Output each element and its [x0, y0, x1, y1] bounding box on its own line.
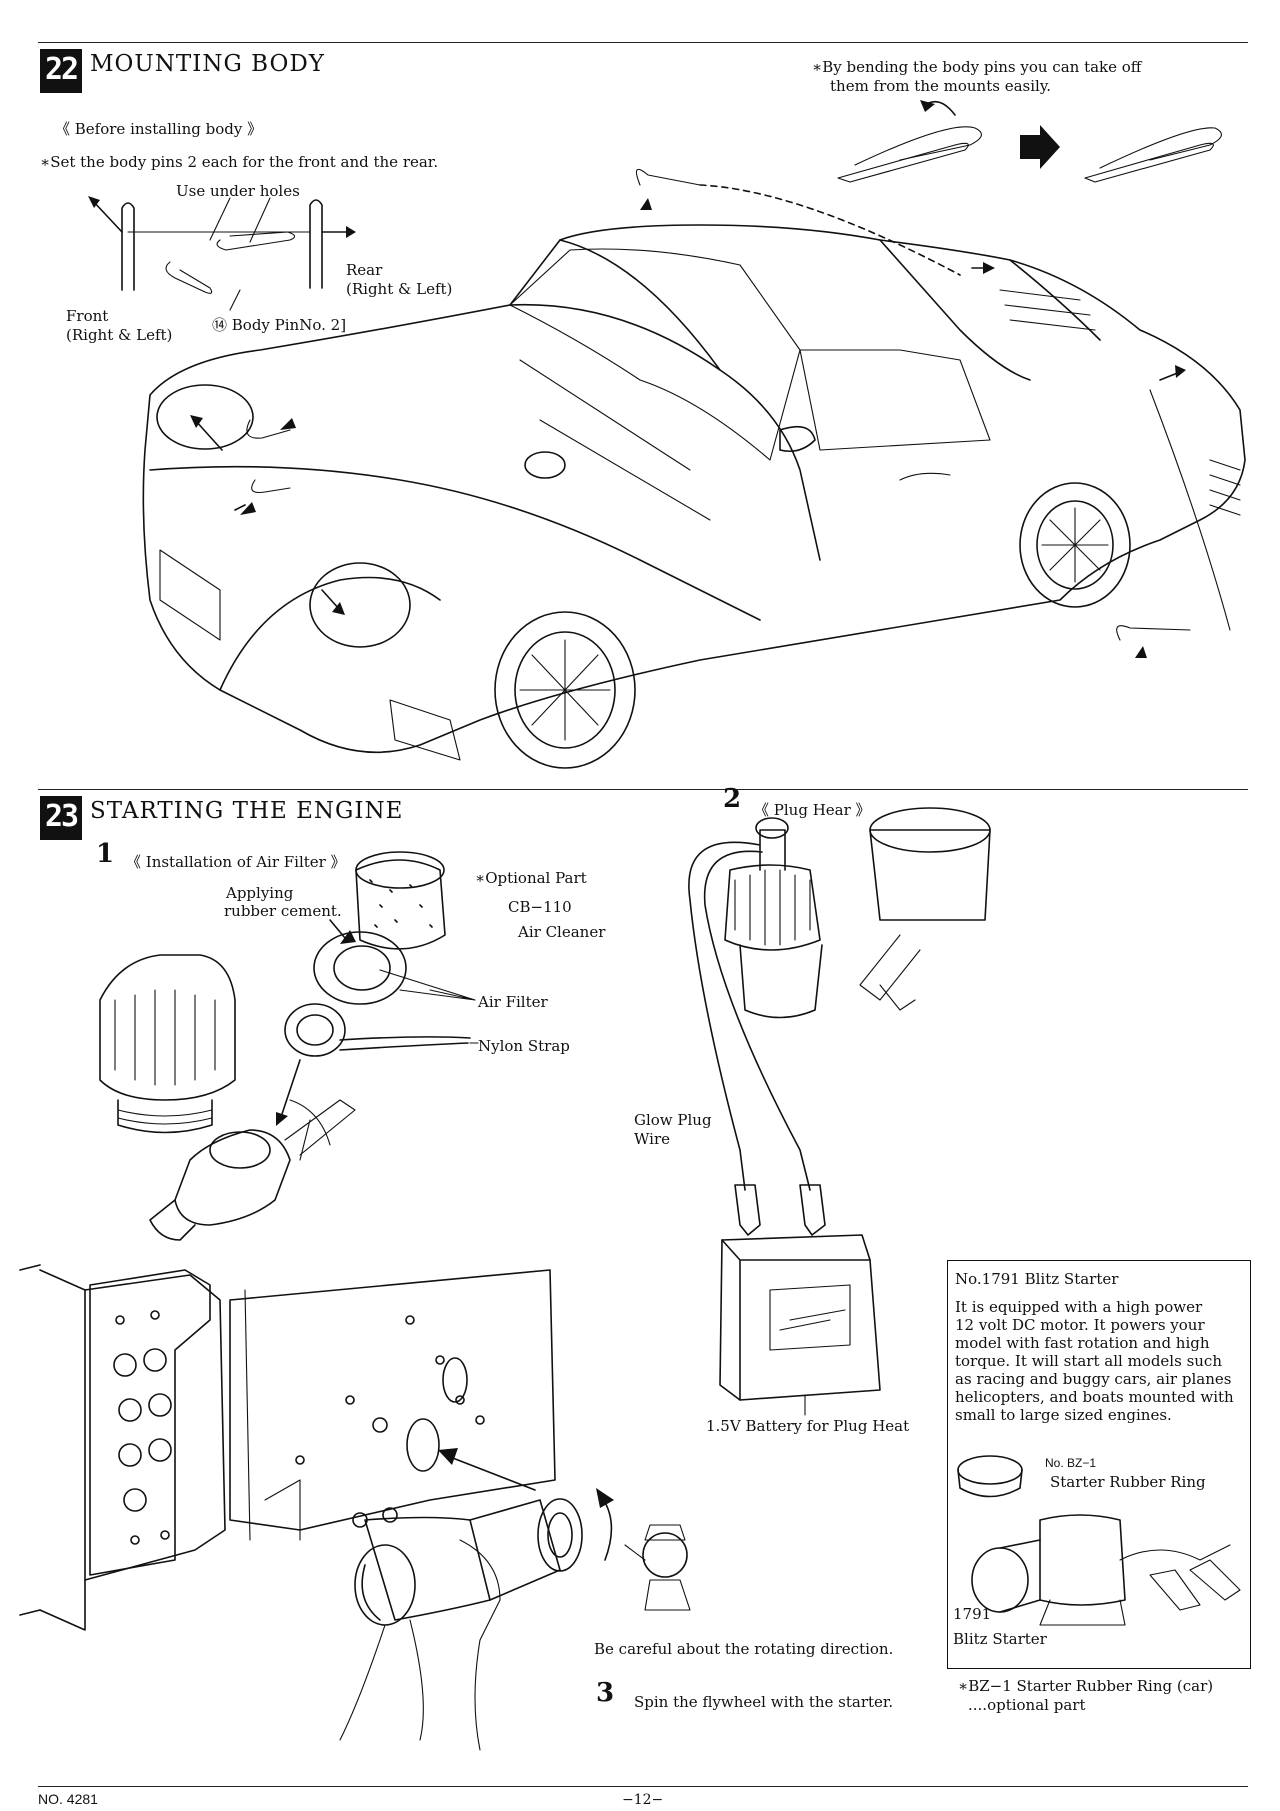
- front-label-line1: Front: [66, 307, 109, 325]
- step3-number: 3: [596, 1678, 615, 1708]
- ring-part-number: No. BZ−1: [1045, 1456, 1097, 1470]
- footer-rule: [38, 1786, 1248, 1787]
- bend-pins-note-line2: them from the mounts easily.: [830, 77, 1052, 95]
- use-under-holes-label: Use under holes: [176, 182, 300, 200]
- before-installing-heading: 《 Before installing body 》: [55, 120, 263, 138]
- blitz-desc-line7: small to large sized engines.: [955, 1406, 1172, 1424]
- bend-pins-note-line1: ∗By bending the body pins you can take o…: [812, 58, 1142, 76]
- glow-plug-wire-line1: Glow Plug: [634, 1111, 712, 1129]
- starter-part-number: 1791: [953, 1605, 992, 1623]
- blitz-desc-line6: helicopters, and boats mounted with: [955, 1388, 1234, 1406]
- step-number-23: 23: [40, 796, 82, 840]
- battery-label: 1.5V Battery for Plug Heat: [706, 1417, 910, 1435]
- optional-part-line3: Air Cleaner: [518, 923, 606, 941]
- blitz-desc-line1: It is equipped with a high power: [955, 1298, 1203, 1316]
- step-number-22: 22: [40, 49, 82, 93]
- nylon-strap-label: Nylon Strap: [478, 1037, 570, 1055]
- blitz-desc-line4: torque. It will start all models such: [955, 1352, 1222, 1370]
- blitz-starter-box: [947, 1260, 1251, 1669]
- blitz-desc-line2: 12 volt DC motor. It powers your: [955, 1316, 1205, 1334]
- section-title-mounting-body: MOUNTING BODY: [90, 51, 325, 77]
- blitz-box-title: No.1791 Blitz Starter: [955, 1270, 1119, 1288]
- step2-number: 2: [723, 784, 742, 814]
- rear-label-line1: Rear: [346, 261, 383, 279]
- front-label-line2: (Right & Left): [66, 326, 173, 344]
- air-filter-label: Air Filter: [478, 993, 548, 1011]
- optional-part-line2: CB−110: [508, 898, 572, 916]
- ring-label: Starter Rubber Ring: [1050, 1473, 1206, 1491]
- careful-rotation-note: Be careful about the rotating direction.: [594, 1640, 894, 1658]
- step2-title: 《 Plug Hear 》: [754, 801, 871, 819]
- section23-rule: [38, 789, 1248, 790]
- blitz-desc-line3: model with fast rotation and high: [955, 1334, 1210, 1352]
- optional-part-line1: ∗Optional Part: [475, 869, 587, 887]
- section-title-starting-engine: STARTING THE ENGINE: [90, 798, 404, 824]
- step1-number: 1: [96, 839, 115, 869]
- top-rule: [38, 42, 1248, 43]
- bz-note-line1: ∗BZ−1 Starter Rubber Ring (car): [958, 1677, 1214, 1695]
- step1-title: 《 Installation of Air Filter 》: [126, 853, 346, 871]
- page-number: −12−: [622, 1792, 664, 1808]
- blitz-desc-line5: as racing and buggy cars, air planes: [955, 1370, 1232, 1388]
- model-number: NO. 4281: [38, 1791, 98, 1807]
- glow-plug-wire-line2: Wire: [634, 1130, 670, 1148]
- set-pins-note: ∗Set the body pins 2 each for the front …: [40, 153, 439, 171]
- starter-label: Blitz Starter: [953, 1630, 1047, 1648]
- body-pin-label: ⑭ Body PinNo. 2]: [212, 316, 347, 334]
- step3-text: Spin the flywheel with the starter.: [634, 1693, 894, 1711]
- bz-note-line2: ....optional part: [968, 1696, 1086, 1714]
- car-body-illustration: [88, 100, 1246, 769]
- rear-label-line2: (Right & Left): [346, 280, 453, 298]
- applying-label-line1: Applying: [226, 884, 294, 902]
- applying-label-line2: rubber cement.: [224, 902, 342, 920]
